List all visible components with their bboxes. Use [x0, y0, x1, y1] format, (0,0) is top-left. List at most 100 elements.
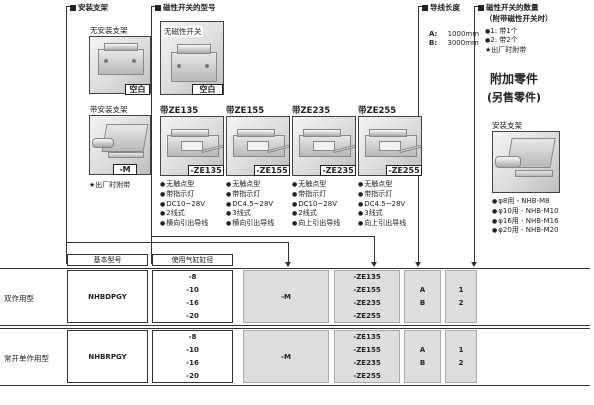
- model-cell: [67, 330, 148, 383]
- switch-connector-v: [374, 236, 375, 242]
- bore-option: -20: [186, 372, 199, 380]
- switch-spec-item: 带指示灯: [226, 190, 274, 200]
- bore-option: -16: [186, 299, 199, 307]
- lead-option: B: [419, 299, 426, 307]
- qty-cell: [445, 270, 477, 323]
- accessory-list: φ8用 - NHB-M8 φ10用 - NHB-M10 φ16用 - NHB-M…: [492, 197, 559, 236]
- lead-option-a: A: 1000mm: [429, 30, 480, 38]
- switch-option: -ZE235: [353, 359, 381, 367]
- bracket-cell: [243, 270, 329, 323]
- switch-spec-item: DC10~28V: [292, 200, 340, 210]
- bore-option: -8: [188, 333, 197, 341]
- accessory-bracket-photo: [492, 131, 560, 193]
- switch-spec-item: 横向引出导线: [226, 219, 274, 229]
- qty-option: 1: [458, 286, 464, 294]
- row-top-line: [0, 328, 590, 329]
- switch-spec-item: 横向引出导线: [160, 219, 208, 229]
- bore-option: -16: [186, 359, 199, 367]
- no-bracket-code: 空白: [125, 84, 150, 95]
- lead-option-b: B: 3000mm: [429, 39, 479, 47]
- switch-qty-header: 磁性开关的数量: [478, 2, 539, 13]
- qty-option-2: ●2: 带2个: [485, 36, 518, 44]
- switch-specs: 无触点型带指示灯DC10~28V2线式向上引出导线: [292, 180, 340, 229]
- switch-spec-item: 2线式: [160, 209, 208, 219]
- row-top-line: [0, 268, 590, 269]
- bracket-note: ★出厂时附带: [89, 181, 131, 189]
- row-type-label: 常开单作用型: [4, 354, 49, 363]
- bore-option: -20: [186, 312, 199, 320]
- accessory-item: φ8用 - NHB-M8: [492, 197, 559, 207]
- bracket-guide-tick: [66, 6, 70, 7]
- no-switch-label: 无磁性开关: [163, 26, 203, 37]
- qty-note: ★出厂时附带: [485, 46, 527, 54]
- col-bore-header: 使用气缸缸径: [152, 254, 233, 266]
- switch-title: 带ZE235: [292, 106, 331, 116]
- switch-cell: [334, 270, 400, 323]
- row-type-label: 双作用型: [4, 294, 34, 303]
- switch-connector-h: [151, 236, 375, 237]
- lead-length-header: 导线长度: [422, 2, 460, 13]
- switch-spec-item: 3线式: [358, 209, 406, 219]
- switch-title: 带ZE135: [160, 106, 199, 116]
- switch-spec-item: DC4.5~28V: [358, 200, 406, 210]
- switch-spec-item: 3线式: [226, 209, 274, 219]
- qty-guide-line: [474, 6, 475, 264]
- bracket-connector: [288, 242, 289, 264]
- accessories-subtitle: (另售零件): [487, 91, 542, 104]
- qty-option: 2: [458, 359, 464, 367]
- no-bracket-photo: [89, 36, 151, 94]
- bore-option: -10: [186, 286, 199, 294]
- switch-code: -ZE235: [320, 165, 356, 176]
- accessory-item: φ10用 - NHB-M10: [492, 207, 558, 217]
- switch-spec-item: 无触点型: [160, 180, 208, 190]
- switch-option: -ZE155: [353, 286, 381, 294]
- arrow-down-icon: [415, 262, 421, 267]
- bracket-header: 安装支架: [70, 2, 108, 13]
- switch-spec-item: 向上引出导线: [358, 219, 406, 229]
- switch-spec-item: 无触点型: [358, 180, 406, 190]
- model-code: NHBDPGY: [88, 293, 127, 301]
- switch-specs: 无触点型带指示灯DC4.5~28V3线式横向引出导线: [226, 180, 274, 229]
- row-bottom-line: [0, 385, 590, 386]
- lead-cell: [404, 270, 441, 323]
- accessory-bracket-label: 安装支架: [492, 121, 522, 130]
- switch-option: -ZE255: [353, 312, 381, 320]
- qty-cell: [445, 330, 477, 383]
- no-switch-code: 空白: [192, 84, 223, 95]
- bore-option: -8: [188, 273, 197, 281]
- accessory-item: φ16用 - NHB-M16: [492, 217, 558, 227]
- bracket-guide-line: [66, 6, 67, 264]
- accessories-title: 附加零件: [490, 72, 539, 86]
- switch-code: -ZE255: [386, 165, 422, 176]
- row-bottom-line: [0, 325, 590, 326]
- switch-spec-item: 无触点型: [292, 180, 340, 190]
- switch-spec-item: 向上引出导线: [292, 219, 340, 229]
- model-cell: [67, 270, 148, 323]
- switch-spec-item: 带指示灯: [160, 190, 208, 200]
- lead-option: A: [419, 286, 426, 294]
- switch-spec-item: 带指示灯: [292, 190, 340, 200]
- switch-option: -ZE255: [353, 372, 381, 380]
- switch-specs: 无触点型带指示灯DC10~28V2线式横向引出导线: [160, 180, 208, 229]
- with-bracket-code: -M: [113, 164, 137, 175]
- switch-option: -ZE135: [353, 273, 381, 281]
- switch-code: -ZE135: [188, 165, 224, 176]
- bracket-connector-h: [66, 242, 289, 243]
- arrow-down-icon: [285, 262, 291, 267]
- switch-specs: 无触点型带指示灯DC4.5~28V3线式向上引出导线: [358, 180, 406, 229]
- switch-option: -ZE155: [353, 346, 381, 354]
- switch-spec-item: DC10~28V: [160, 200, 208, 210]
- qty-guide-tick: [474, 6, 478, 7]
- lead-guide-tick: [418, 6, 422, 7]
- switch-spec-item: 带指示灯: [358, 190, 406, 200]
- switch-option: -ZE135: [353, 333, 381, 341]
- bracket-cell: [243, 330, 329, 383]
- bracket-option: -M: [281, 353, 291, 361]
- switch-spec-item: 2线式: [292, 209, 340, 219]
- switch-guide-tick: [151, 6, 155, 7]
- no-bracket-label: 无安装支架: [90, 26, 128, 35]
- switch-model-header: 磁性开关的型号: [155, 2, 216, 13]
- qty-option-1: ●1: 带1个: [485, 27, 518, 35]
- lead-option: B: [419, 359, 426, 367]
- switch-title: 带ZE155: [226, 106, 265, 116]
